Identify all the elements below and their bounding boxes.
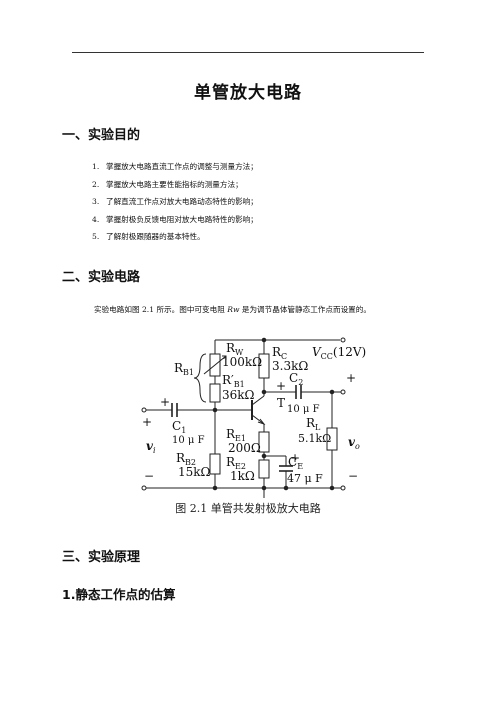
c2-plus: + (276, 379, 286, 393)
rc-value: 3.3kΩ (272, 359, 308, 373)
circuit-diagram: RB1 RW 100kΩ R′B1 36kΩ RC 3.3kΩ VCC(12V)… (141, 337, 366, 498)
section-heading-circuit: 二、实验电路 (62, 270, 141, 285)
c1-value: 10 μ F (172, 435, 205, 446)
rw-value: 100kΩ (222, 355, 262, 369)
section-heading-principle: 三、实验原理 (62, 550, 141, 565)
vo-label: vo (348, 435, 360, 451)
figure-caption: 图 2.1 单管共发射极放大电路 (175, 502, 321, 515)
rl-value: 5.1kΩ (298, 432, 331, 445)
vcc-label: VCC(12V) (312, 345, 366, 361)
ce-label: CE (288, 455, 303, 471)
c1-label: C1 (172, 419, 186, 435)
output-minus: − (348, 469, 358, 483)
re2-label: RE2 (226, 455, 246, 471)
vi-label: vi (146, 439, 156, 455)
rb1p-value: 36kΩ (222, 388, 255, 402)
re1-value: 200Ω (228, 441, 261, 455)
re1-label: RE1 (226, 427, 246, 443)
c2-value: 10 μ F (287, 404, 320, 415)
rl-label: RL (306, 416, 321, 432)
re2-value: 1kΩ (230, 469, 255, 483)
input-minus: − (144, 469, 154, 483)
subsection-heading-static-point: 1.静态工作点的估算 (62, 587, 176, 602)
section-heading-objectives: 一、实验目的 (62, 128, 141, 143)
input-plus: + (142, 415, 152, 429)
header-rule (72, 52, 424, 53)
document-title: 单管放大电路 (194, 83, 302, 103)
rb1p-label: R′B1 (222, 373, 245, 389)
c2-label: C2 (289, 371, 303, 387)
c1-plus: + (160, 395, 170, 409)
output-plus: + (346, 371, 356, 385)
rb2-label: RB2 (176, 451, 196, 467)
rb1-label: RB1 (174, 361, 194, 377)
rw-label: RW (226, 341, 244, 357)
ce-value: 47 μ F (287, 472, 323, 485)
rb2-value: 15kΩ (178, 465, 211, 479)
ce-plus: + (290, 451, 300, 465)
circuit-description: 实验电路如图 2.1 所示。图中可变电阻 Rw 是为调节晶体管静态工作点而设置的… (94, 305, 371, 314)
transistor-label: T (277, 396, 285, 410)
rc-label: RC (272, 345, 287, 361)
